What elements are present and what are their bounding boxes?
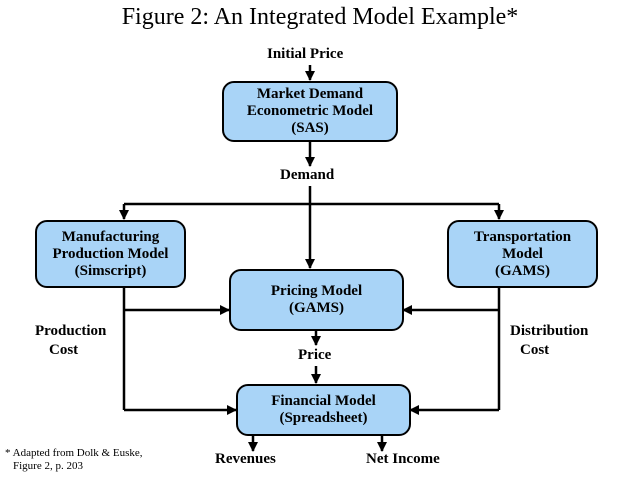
box-market-line3: (SAS) (291, 120, 329, 136)
footnote-line2: Figure 2, p. 203 (13, 460, 83, 472)
box-manufacturing-line2: Production Model (52, 245, 169, 262)
label-net-income: Net Income (366, 451, 440, 467)
box-financial: Financial Model (Spreadsheet) (236, 384, 411, 436)
box-pricing-line2: (GAMS) (289, 300, 344, 316)
box-pricing-line1: Pricing Model (270, 283, 363, 299)
box-financial-line1: Financial Model (271, 393, 376, 409)
label-distribution-cost-2: Cost (520, 342, 550, 358)
box-market-line1: Market Demand (256, 86, 364, 102)
label-revenues: Revenues (215, 451, 276, 467)
box-pricing: Pricing Model (GAMS) (229, 269, 404, 331)
label-price: Price (298, 347, 332, 363)
label-demand: Demand (280, 167, 335, 183)
label-production-cost-2: Cost (49, 342, 79, 358)
box-manufacturing-line3: (Simscript) (74, 262, 147, 279)
label-distribution-cost-1: Distribution (510, 323, 589, 339)
box-transportation-line1: Transportation (473, 228, 572, 245)
box-market-line2: Econometric Model (246, 103, 374, 119)
label-production-cost-1: Production (35, 323, 107, 339)
footnote-line1: * Adapted from Dolk & Euske, (5, 447, 143, 459)
box-transportation-line2: Model (502, 245, 543, 262)
box-financial-line2: (Spreadsheet) (279, 410, 368, 426)
box-transportation: Transportation Model (GAMS) (447, 220, 598, 288)
box-manufacturing-line1: Manufacturing (61, 228, 160, 245)
box-transportation-line3: (GAMS) (495, 262, 550, 279)
figure-title: Figure 2: An Integrated Model Example* (121, 4, 519, 30)
box-market-demand: Market Demand Econometric Model (SAS) (222, 81, 398, 142)
box-manufacturing: Manufacturing Production Model (Simscrip… (35, 220, 186, 288)
label-initial-price: Initial Price (267, 46, 344, 62)
